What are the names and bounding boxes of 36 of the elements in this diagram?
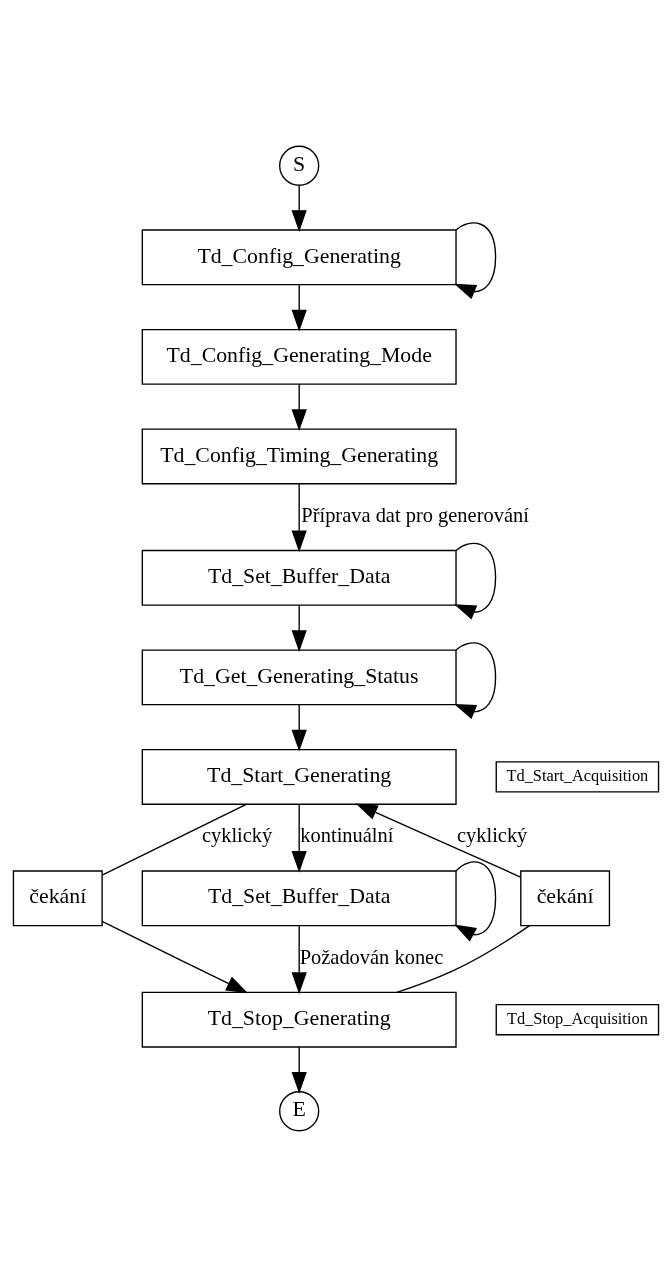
arrow: [291, 283, 307, 332]
arrow: [454, 860, 497, 942]
arrow: [355, 803, 522, 878]
arrow: [291, 924, 307, 994]
connector: [101, 803, 247, 876]
node-box: Td_Start_Acquisition: [495, 760, 660, 793]
connector: [396, 924, 530, 993]
node-box: Td_Stop_Generating: [141, 991, 457, 1048]
node-box: Td_Config_Generating_Mode: [141, 328, 457, 385]
arrow: [291, 1046, 307, 1094]
arrow: [101, 920, 248, 993]
arrow: [291, 183, 307, 232]
node-box: Td_Config_Timing_Generating: [141, 428, 457, 484]
arrow: [454, 542, 497, 620]
edge-label: kontinuální: [300, 823, 394, 846]
arrow: [291, 482, 307, 552]
arrow: [454, 641, 497, 719]
edge-label: Požadován konec: [299, 945, 444, 968]
node-box: čekání: [12, 869, 103, 926]
edge-label: cyklický: [456, 823, 528, 846]
node-box: Td_Get_Generating_Status: [141, 648, 457, 705]
node-box: čekání: [520, 869, 611, 926]
node-circle: E: [279, 1090, 320, 1131]
arrow: [454, 221, 497, 299]
node-box: Td_Start_Generating: [141, 748, 457, 805]
node-box: Td_Set_Buffer_Data: [141, 869, 457, 926]
arrow: [291, 383, 307, 431]
node-box: Td_Config_Generating: [141, 228, 457, 285]
arrow: [291, 703, 307, 752]
node-box: Td_Set_Buffer_Data: [141, 549, 457, 606]
arrow: [291, 603, 307, 652]
node-box: Td_Stop_Acquisition: [495, 1003, 660, 1035]
node-circle: S: [279, 145, 320, 186]
edge-label: cyklický: [201, 823, 273, 846]
edge-label: Příprava dat pro generování: [301, 503, 529, 526]
arrow: [291, 803, 307, 873]
